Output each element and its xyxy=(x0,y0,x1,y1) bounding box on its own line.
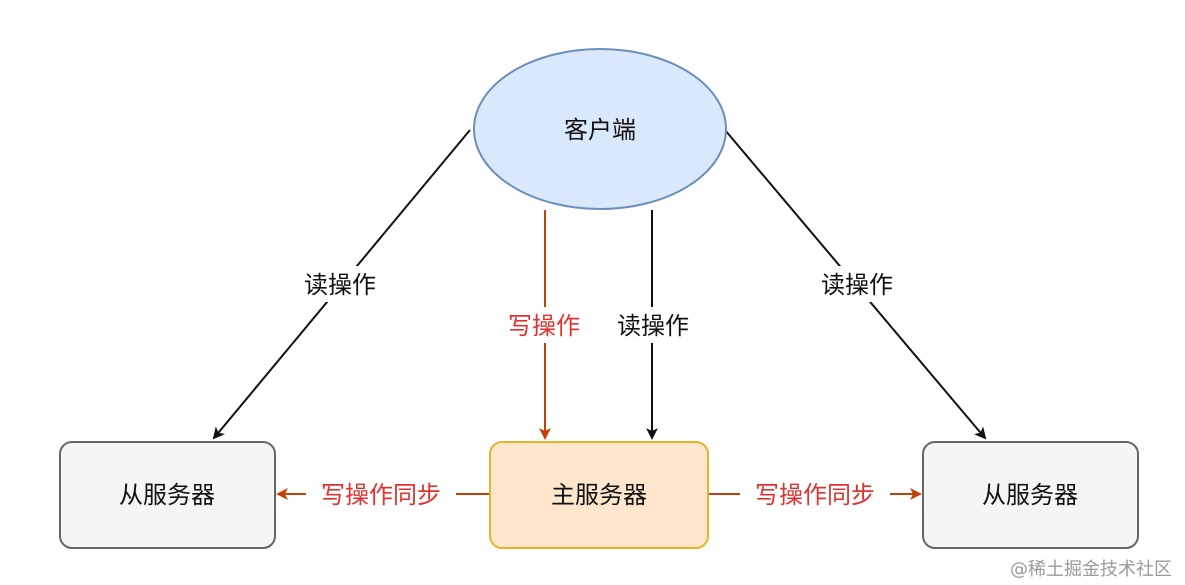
slave-server-right-label: 从服务器 xyxy=(982,481,1078,509)
sync-left-label-bg xyxy=(306,476,456,512)
write-master-label: 写操作 xyxy=(508,312,580,340)
slave-server-left-label: 从服务器 xyxy=(119,481,215,509)
sync-right-label: 写操作同步 xyxy=(755,481,875,509)
slave-server-left-node xyxy=(59,441,276,549)
read-master-label-bg xyxy=(606,307,700,343)
read-left-label: 读操作 xyxy=(304,271,376,299)
client-node xyxy=(473,48,727,210)
master-server-label: 主服务器 xyxy=(551,481,647,509)
read-right-label: 读操作 xyxy=(821,271,893,299)
master-server-node xyxy=(489,441,709,549)
sync-right-label-bg xyxy=(740,476,890,512)
read-right-label-bg xyxy=(810,266,904,302)
read-left-label-bg xyxy=(293,266,387,302)
client-label: 客户端 xyxy=(564,116,636,144)
slave-server-right-node xyxy=(922,441,1139,549)
sync-left-label: 写操作同步 xyxy=(321,481,441,509)
watermark-text: @稀土掘金技术社区 xyxy=(1010,559,1172,580)
write-master-label-bg xyxy=(496,307,592,343)
read-master-label: 读操作 xyxy=(617,312,689,340)
